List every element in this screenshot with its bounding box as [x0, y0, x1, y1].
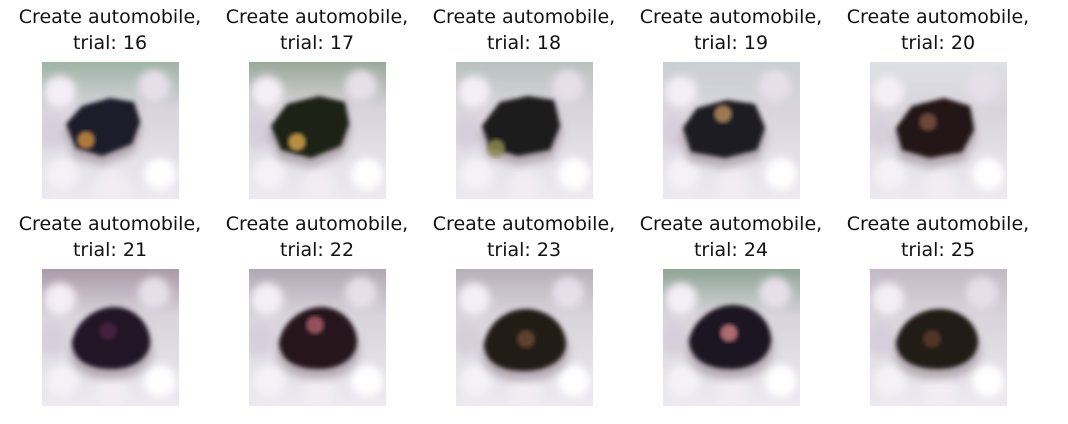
title-line-2: trial: 25 — [900, 239, 976, 261]
generated-image — [249, 269, 386, 406]
panel-title: Create automobile, trial: 18 — [420, 4, 628, 56]
generated-image — [663, 269, 800, 406]
image-texture — [870, 277, 1004, 406]
object-highlight — [288, 133, 306, 151]
panel-title: Create automobile, trial: 22 — [213, 211, 421, 263]
object-highlight — [77, 131, 95, 149]
title-line-1: Create automobile, — [846, 213, 1030, 235]
panel-trial-25: Create automobile, trial: 25 — [834, 207, 1042, 407]
panel-trial-18: Create automobile, trial: 18 — [420, 0, 628, 200]
title-line-2: trial: 19 — [693, 32, 769, 54]
generated-image — [42, 62, 179, 199]
title-line-1: Create automobile, — [18, 213, 202, 235]
object-body — [279, 307, 357, 369]
panel-title: Create automobile, trial: 23 — [420, 211, 628, 263]
title-line-1: Create automobile, — [225, 213, 409, 235]
panel-trial-16: Create automobile, trial: 16 — [6, 0, 214, 200]
title-line-2: trial: 24 — [693, 239, 769, 261]
generated-image — [456, 62, 593, 199]
title-line-2: trial: 20 — [900, 32, 976, 54]
generated-image — [249, 62, 386, 199]
image-texture — [663, 277, 797, 406]
image-texture — [456, 70, 590, 199]
image-texture — [42, 277, 176, 406]
panel-trial-23: Create automobile, trial: 23 — [420, 207, 628, 407]
panel-trial-19: Create automobile, trial: 19 — [627, 0, 835, 200]
image-texture — [42, 70, 176, 199]
panel-trial-17: Create automobile, trial: 17 — [213, 0, 421, 200]
object-highlight — [720, 324, 738, 342]
object-highlight — [99, 322, 117, 340]
title-line-1: Create automobile, — [639, 6, 823, 28]
generated-image — [663, 62, 800, 199]
title-line-1: Create automobile, — [225, 6, 409, 28]
object-highlight — [306, 316, 324, 334]
title-line-2: trial: 21 — [72, 239, 148, 261]
panel-trial-20: Create automobile, trial: 20 — [834, 0, 1042, 200]
object-highlight — [919, 113, 937, 131]
title-line-1: Create automobile, — [846, 6, 1030, 28]
object-highlight — [923, 330, 941, 348]
generated-image — [42, 269, 179, 406]
object-highlight — [714, 105, 732, 123]
object-body — [683, 100, 765, 158]
panel-title: Create automobile, trial: 25 — [834, 211, 1042, 263]
panel-title: Create automobile, trial: 20 — [834, 4, 1042, 56]
image-texture — [870, 70, 1004, 199]
object-highlight — [487, 139, 505, 157]
object-highlight — [517, 330, 535, 348]
generated-image — [456, 269, 593, 406]
image-texture — [456, 277, 590, 406]
panel-title: Create automobile, trial: 16 — [6, 4, 214, 56]
object-body — [896, 98, 974, 158]
title-line-2: trial: 18 — [486, 32, 562, 54]
image-texture — [249, 277, 383, 406]
panel-trial-21: Create automobile, trial: 21 — [6, 207, 214, 407]
title-line-2: trial: 16 — [72, 32, 148, 54]
generated-image — [870, 62, 1007, 199]
panel-trial-24: Create automobile, trial: 24 — [627, 207, 835, 407]
panel-trial-22: Create automobile, trial: 22 — [213, 207, 421, 407]
title-line-1: Create automobile, — [432, 6, 616, 28]
panel-title: Create automobile, trial: 21 — [6, 211, 214, 263]
title-line-1: Create automobile, — [432, 213, 616, 235]
title-line-2: trial: 23 — [486, 239, 562, 261]
panel-title: Create automobile, trial: 19 — [627, 4, 835, 56]
title-line-1: Create automobile, — [639, 213, 823, 235]
panel-title: Create automobile, trial: 17 — [213, 4, 421, 56]
title-line-2: trial: 17 — [279, 32, 355, 54]
panel-title: Create automobile, trial: 24 — [627, 211, 835, 263]
generated-image — [870, 269, 1007, 406]
image-texture — [663, 70, 797, 199]
title-line-1: Create automobile, — [18, 6, 202, 28]
image-texture — [249, 70, 383, 199]
title-line-2: trial: 22 — [279, 239, 355, 261]
